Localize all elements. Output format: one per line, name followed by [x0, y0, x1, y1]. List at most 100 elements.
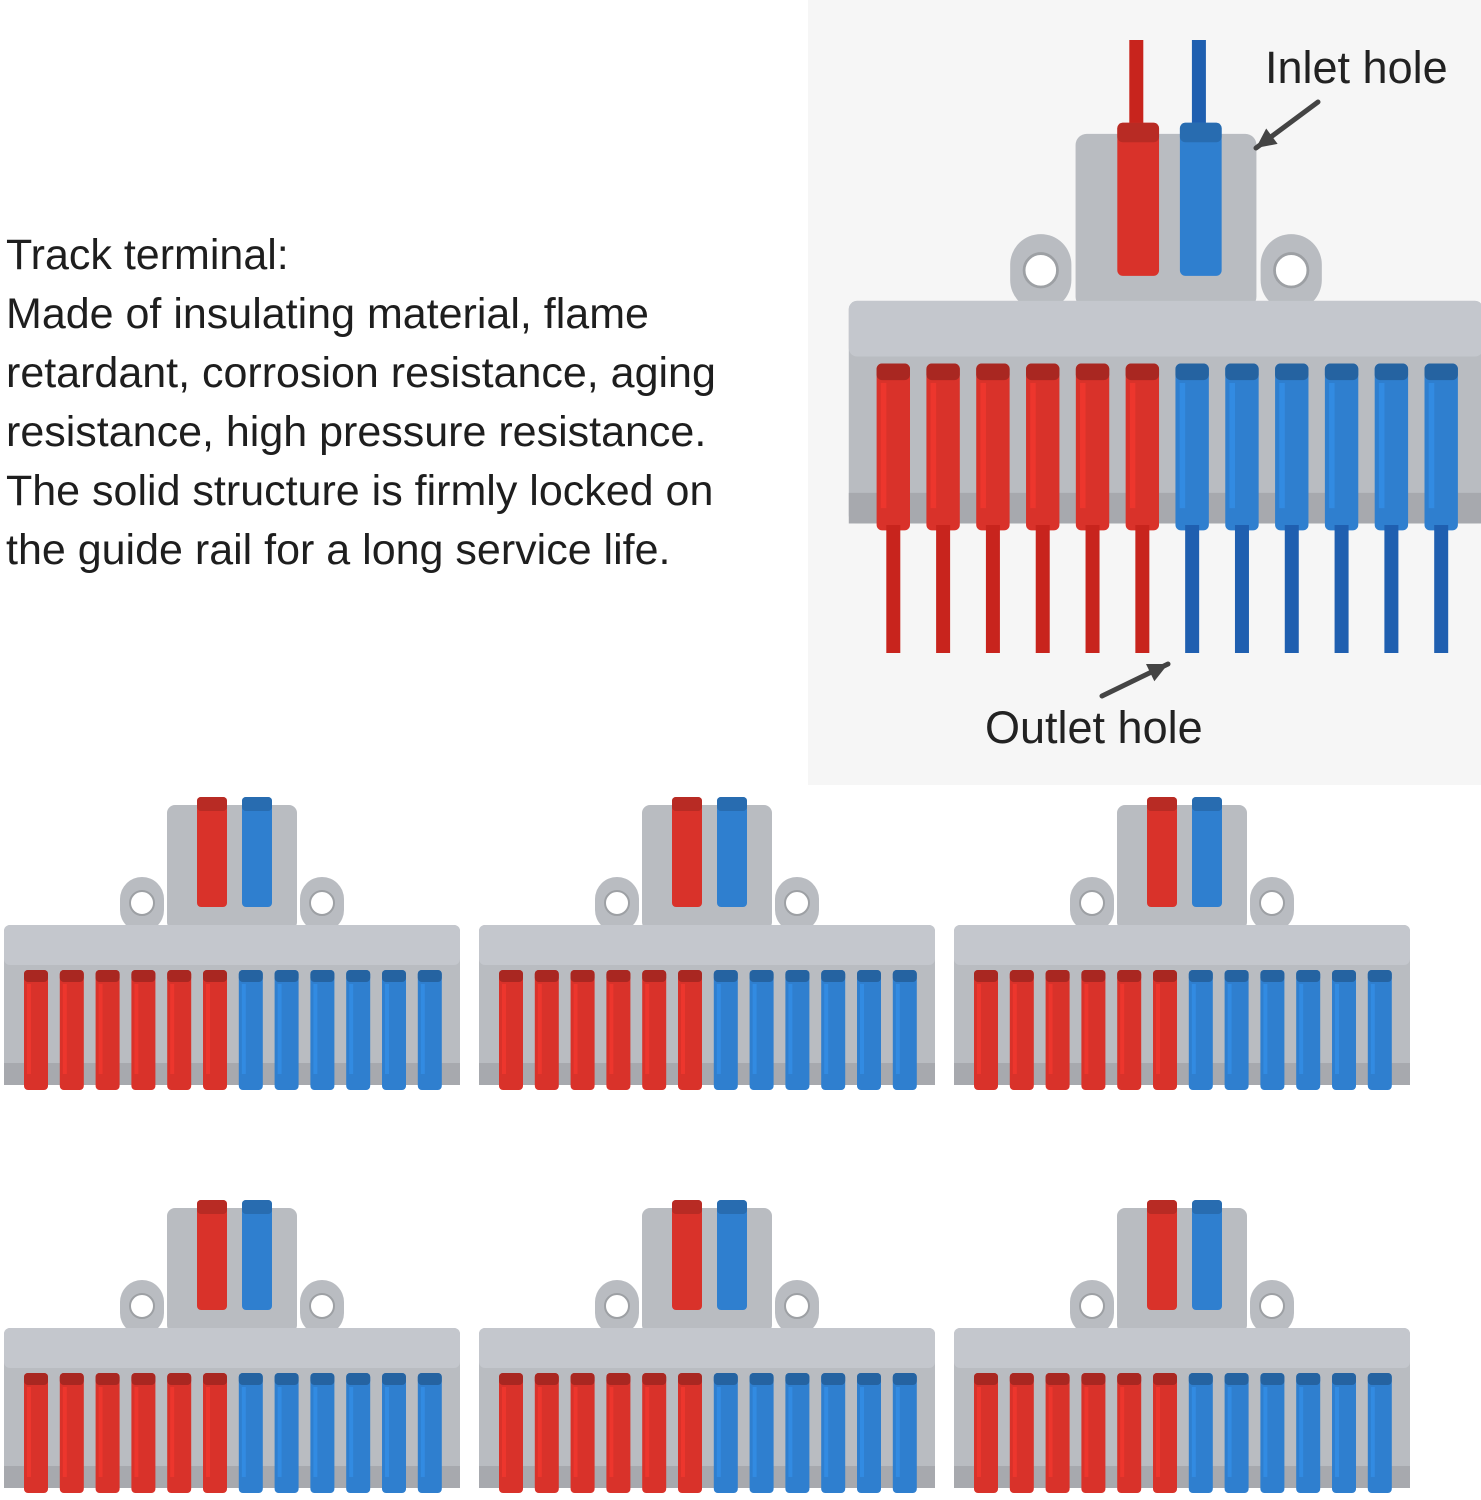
lever-highlight	[313, 1387, 318, 1477]
lever-cap	[1275, 363, 1309, 381]
lever-cap	[1045, 1373, 1070, 1385]
inlet-wire-blue	[1191, 40, 1206, 140]
lever-highlight	[537, 984, 542, 1074]
lever-cap	[24, 1373, 48, 1385]
lever-highlight	[1263, 1387, 1268, 1477]
lever-highlight	[1227, 1387, 1232, 1477]
lever-highlight	[1084, 984, 1089, 1074]
lever-highlight	[1335, 984, 1339, 1074]
lever-highlight	[349, 1387, 354, 1477]
lever-cap	[672, 1200, 702, 1214]
lever-highlight	[573, 984, 578, 1074]
lever-highlight	[977, 1387, 981, 1477]
lever-highlight	[860, 984, 864, 1074]
lever-highlight	[681, 984, 685, 1074]
lever-highlight	[1179, 382, 1186, 509]
lever-cap	[24, 970, 48, 982]
terminal-product-image	[954, 1200, 1410, 1493]
mounting-hole	[1079, 890, 1105, 916]
connector-body	[954, 797, 1410, 1090]
lever-cap	[1188, 970, 1213, 982]
mounting-hole	[604, 890, 630, 916]
lever-highlight	[206, 1387, 210, 1477]
lever-cap	[857, 1373, 881, 1385]
lever-cap	[1224, 1373, 1249, 1385]
mounting-hole	[604, 1293, 630, 1319]
lever-cap	[203, 970, 227, 982]
inlet-block	[642, 805, 772, 930]
lever-cap	[1224, 970, 1249, 982]
lever-cap	[167, 1373, 192, 1385]
lever-cap	[382, 1373, 406, 1385]
lever-highlight	[645, 984, 650, 1074]
lever-highlight	[62, 984, 67, 1074]
mounting-hole	[784, 1293, 810, 1319]
lever-cap	[876, 363, 910, 381]
lever-cap	[1324, 363, 1359, 381]
lever-cap	[1147, 1200, 1177, 1214]
lever-cap	[238, 970, 263, 982]
lever-cap	[678, 1373, 702, 1385]
lever-cap	[821, 1373, 846, 1385]
terminal-product-image	[479, 1200, 935, 1493]
lever-highlight	[502, 1387, 506, 1477]
lever-cap	[499, 1373, 523, 1385]
lever-highlight	[1229, 382, 1236, 509]
description-line: The solid structure is firmly locked on	[6, 467, 714, 515]
lever-highlight	[716, 984, 721, 1074]
lever-highlight	[1191, 984, 1196, 1074]
lever-highlight	[609, 984, 614, 1074]
lever-cap	[1045, 970, 1070, 982]
lever-highlight	[241, 1387, 246, 1477]
inlet-lever-red	[1147, 1200, 1177, 1310]
lever-cap	[242, 797, 272, 811]
lever-highlight	[170, 1387, 175, 1477]
terminal-product-image	[4, 797, 460, 1090]
housing-top-face	[848, 300, 1481, 357]
lever-cap	[1296, 1373, 1321, 1385]
lever-cap	[678, 970, 702, 982]
lever-highlight	[502, 984, 506, 1074]
lever-cap	[197, 1200, 227, 1214]
connector-body	[4, 797, 460, 1090]
lever-cap	[974, 970, 998, 982]
lever-highlight	[1378, 382, 1385, 509]
mounting-hole	[1259, 890, 1285, 916]
lever-highlight	[1012, 1387, 1017, 1477]
lever-cap	[1192, 797, 1222, 811]
mounting-hole	[309, 1293, 335, 1319]
description-line: Made of insulating material, flame	[6, 290, 649, 338]
outlet-wire-red	[1085, 525, 1100, 653]
lever-cap	[1117, 122, 1160, 143]
lever-highlight	[206, 984, 210, 1074]
lever-cap	[1147, 797, 1177, 811]
lever-cap	[499, 970, 523, 982]
lever-highlight	[277, 984, 282, 1074]
lever-cap	[1081, 970, 1106, 982]
lever-highlight	[1299, 1387, 1304, 1477]
lever-highlight	[788, 1387, 793, 1477]
lever-cap	[570, 1373, 595, 1385]
lever-highlight	[537, 1387, 542, 1477]
lever-highlight	[27, 1387, 31, 1477]
lever-cap	[382, 970, 406, 982]
lever-highlight	[573, 1387, 578, 1477]
lever-highlight	[1329, 382, 1335, 509]
inlet-lever-blue	[1192, 1200, 1222, 1310]
inlet-lever-red	[197, 1200, 227, 1310]
lever-cap	[203, 1373, 227, 1385]
description-line: the guide rail for a long service life.	[6, 526, 671, 574]
lever-highlight	[420, 1387, 425, 1477]
lever-cap	[672, 797, 702, 811]
description-line: retardant, corrosion resistance, aging	[6, 349, 716, 397]
lever-cap	[417, 1373, 442, 1385]
lever-cap	[1009, 970, 1034, 982]
lever-highlight	[824, 1387, 829, 1477]
lever-cap	[534, 1373, 559, 1385]
inlet-block	[1075, 133, 1257, 308]
lever-highlight	[385, 984, 389, 1074]
lever-highlight	[681, 1387, 685, 1477]
lever-cap	[346, 1373, 371, 1385]
lever-cap	[310, 970, 335, 982]
lever-highlight	[98, 1387, 103, 1477]
